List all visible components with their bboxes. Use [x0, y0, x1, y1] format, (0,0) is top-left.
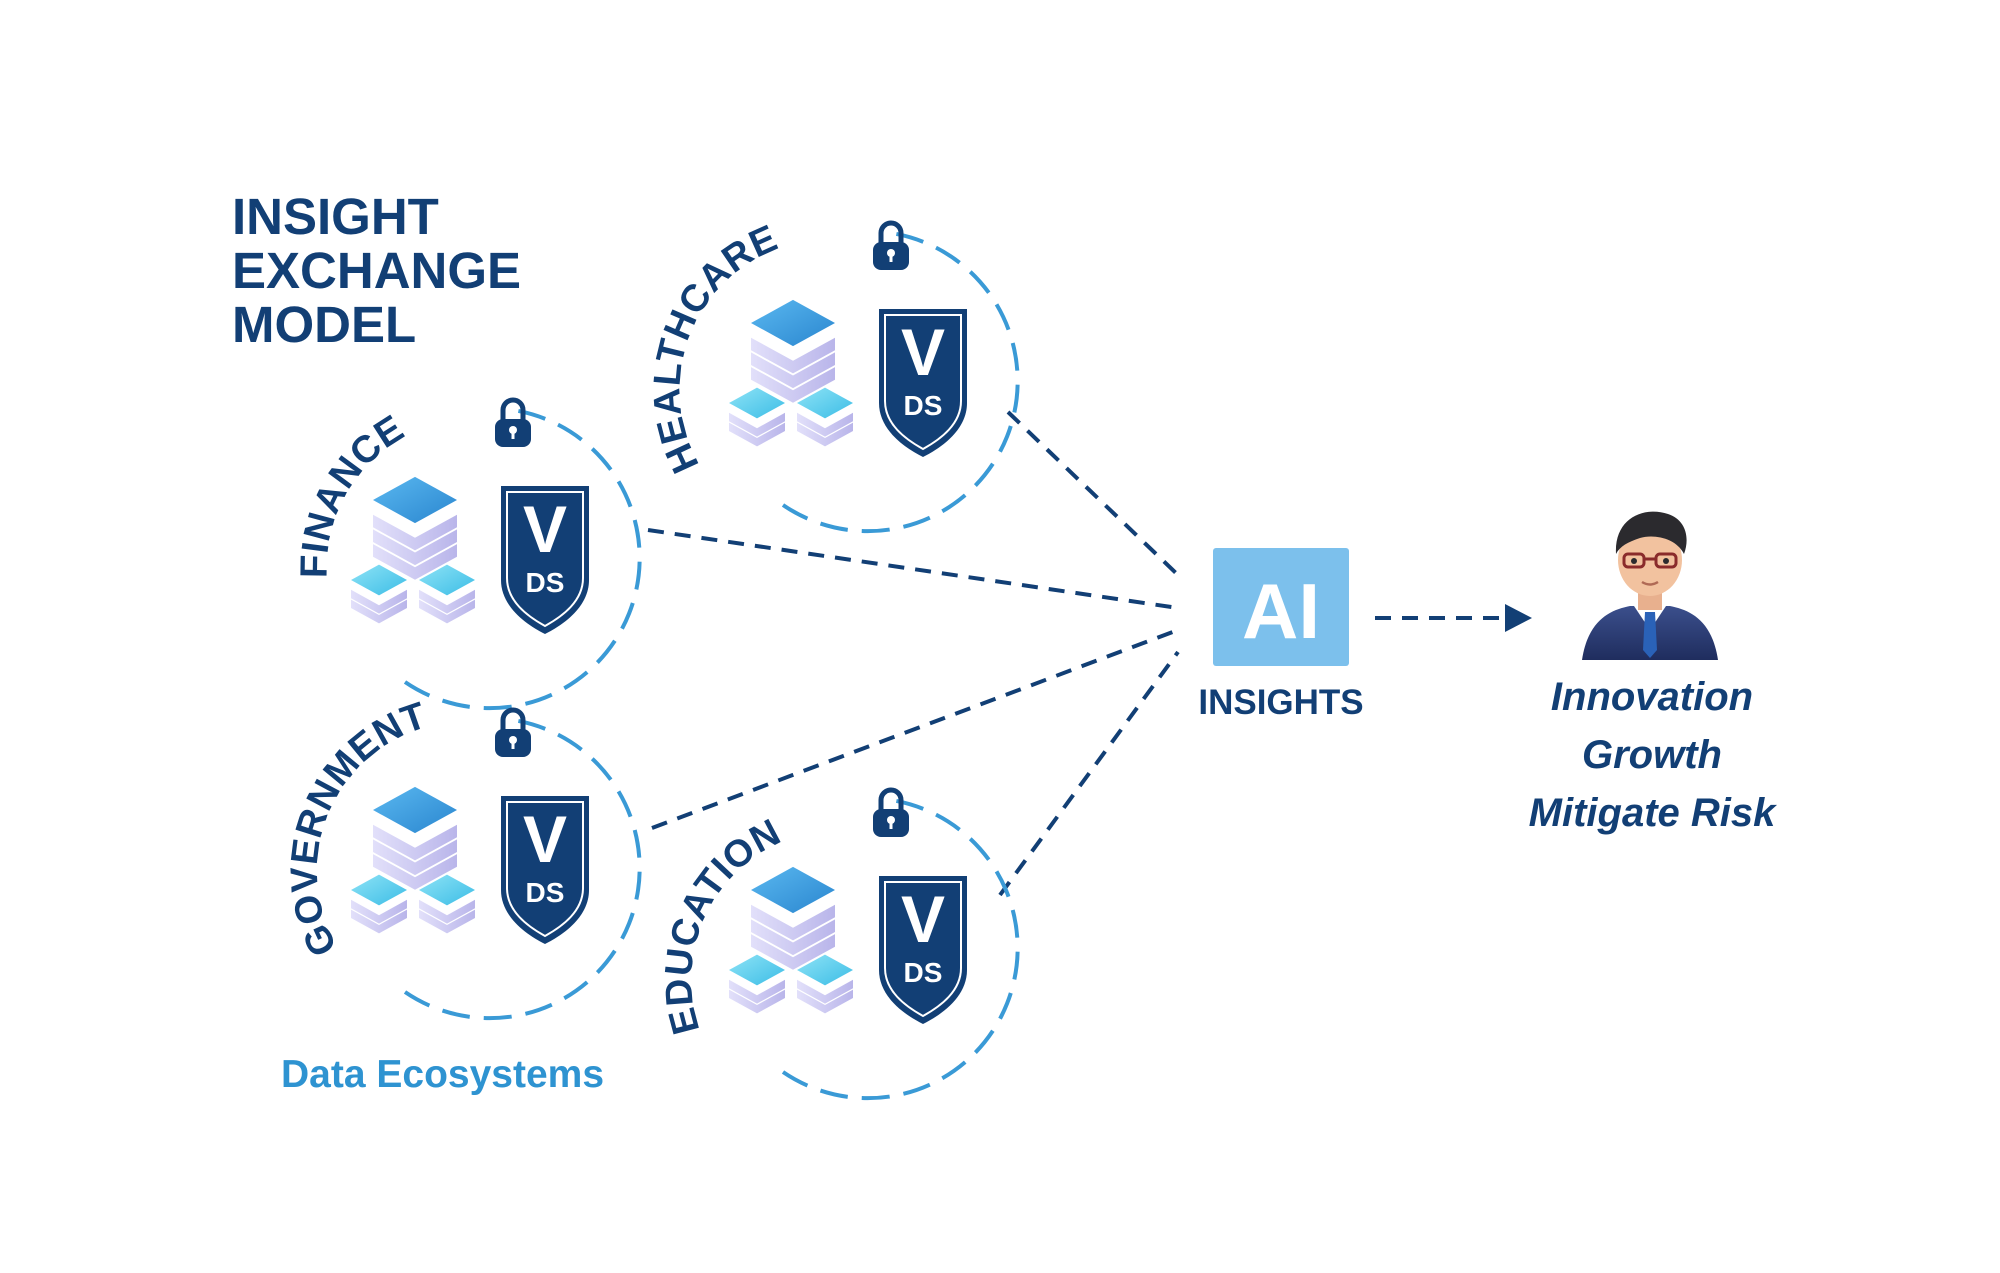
database-stack-icon — [729, 866, 853, 1014]
ecosystem-ring — [781, 798, 1020, 1101]
vds-letter-v: V — [901, 882, 945, 956]
ai-node: AI INSIGHTS — [1198, 548, 1364, 722]
database-large — [373, 476, 457, 580]
title-line-3: MODEL — [232, 296, 416, 353]
lock-icon — [495, 707, 531, 757]
lock-icon — [495, 397, 531, 447]
vds-letter-v: V — [901, 315, 945, 389]
vds-letter-v: V — [523, 492, 567, 566]
database-small-left — [351, 874, 407, 934]
vds-letters-ds: DS — [904, 390, 943, 421]
database-stack-icon — [351, 476, 475, 624]
ai-caption: INSIGHTS — [1198, 683, 1363, 722]
lock-icon — [873, 787, 909, 837]
diagram-title: INSIGHT EXCHANGE MODEL — [232, 188, 521, 353]
outcome-2: Growth — [1582, 733, 1722, 777]
connector-lines — [647, 410, 1508, 897]
arrow-right-icon — [1505, 604, 1532, 632]
database-stack-icon — [729, 299, 853, 447]
vds-shield-icon: VDS — [879, 876, 967, 1024]
outcome-3: Mitigate Risk — [1529, 791, 1777, 835]
person-avatar-icon — [1582, 511, 1718, 660]
database-small-right — [797, 387, 853, 447]
ai-label: AI — [1242, 567, 1320, 655]
connector-government — [651, 628, 1179, 830]
database-stack-icon — [351, 786, 475, 934]
vds-letter-v: V — [523, 802, 567, 876]
title-line-2: EXCHANGE — [232, 242, 521, 299]
vds-letters-ds: DS — [526, 567, 565, 598]
connector-education — [998, 650, 1180, 897]
ecosystem-ring — [403, 718, 642, 1021]
ai-box — [1213, 548, 1349, 666]
vds-shield-icon: VDS — [501, 796, 589, 944]
lock-icon — [873, 220, 909, 270]
vds-shield-icon: VDS — [879, 309, 967, 457]
database-small-right — [419, 874, 475, 934]
data-ecosystems-label: Data Ecosystems — [281, 1053, 604, 1096]
connector-healthcare — [1006, 410, 1180, 577]
database-small-right — [419, 564, 475, 624]
vds-letters-ds: DS — [904, 957, 943, 988]
vds-shield-icon: VDS — [501, 486, 589, 634]
connector-finance — [647, 528, 1179, 610]
database-large — [751, 866, 835, 970]
ecosystem-ring — [403, 408, 642, 711]
ecosystem-ring — [781, 231, 1020, 534]
database-small-right — [797, 954, 853, 1014]
outcomes-list: Innovation Growth Mitigate Risk — [1529, 675, 1777, 835]
database-small-left — [729, 387, 785, 447]
database-large — [751, 299, 835, 403]
database-small-left — [729, 954, 785, 1014]
database-small-left — [351, 564, 407, 624]
title-line-1: INSIGHT — [232, 188, 439, 245]
outcome-1: Innovation — [1551, 675, 1753, 719]
vds-letters-ds: DS — [526, 877, 565, 908]
database-large — [373, 786, 457, 890]
